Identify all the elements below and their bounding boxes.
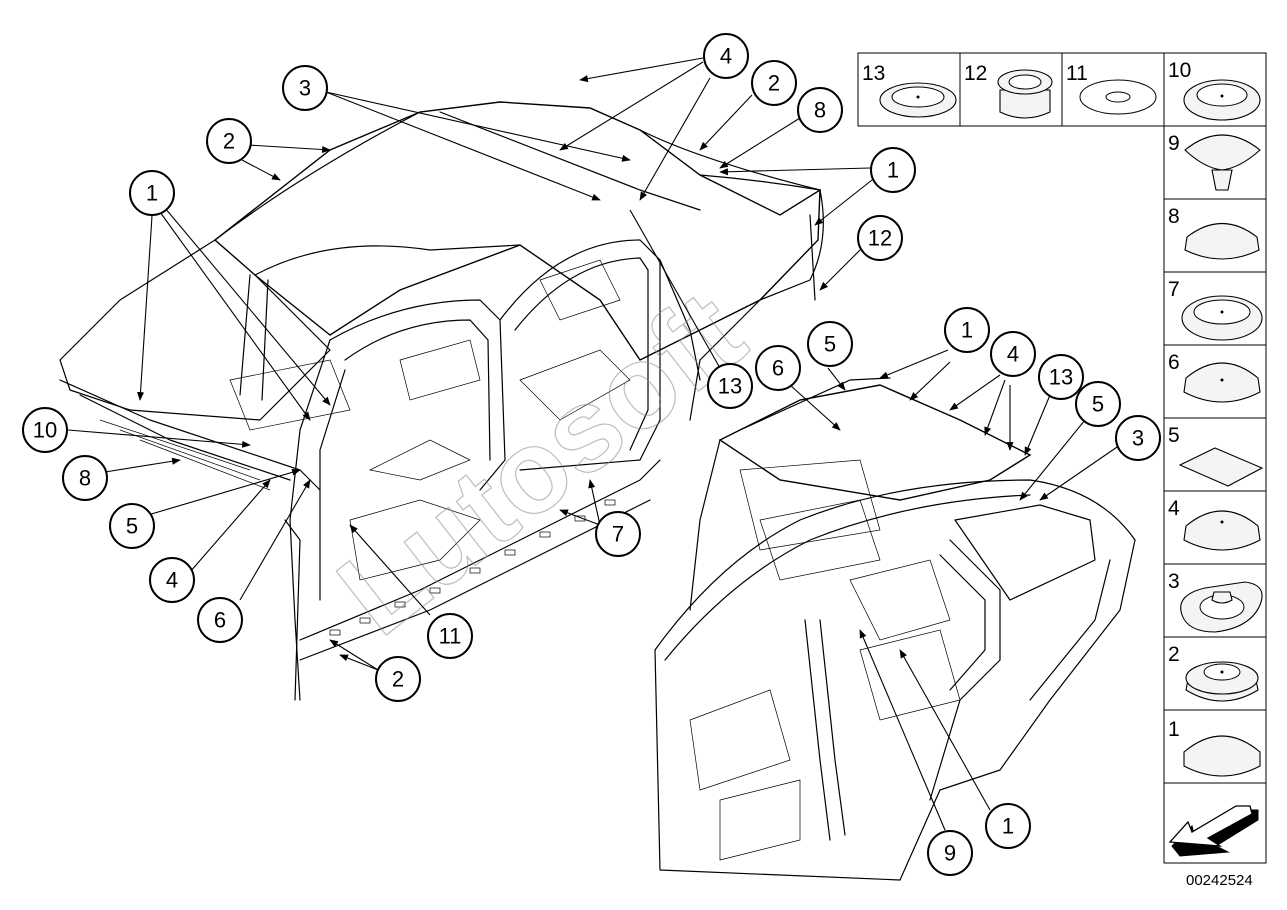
callouts-right: 5 6 1 4 13 5 3 1 9 bbox=[755, 307, 1161, 876]
callout-bubble: 2 bbox=[206, 118, 252, 164]
legend-cell-8: 8 bbox=[1163, 198, 1267, 273]
svg-text:12: 12 bbox=[964, 62, 987, 85]
callout-bubble: 4 bbox=[990, 331, 1036, 377]
svg-text:2: 2 bbox=[223, 129, 235, 154]
svg-text:6: 6 bbox=[214, 608, 226, 633]
callout-bubble: 8 bbox=[797, 87, 843, 133]
legend-cell-13: 13 bbox=[857, 52, 961, 127]
callout-bubble: 1 bbox=[944, 307, 990, 353]
svg-text:7: 7 bbox=[1168, 278, 1180, 301]
svg-text:7: 7 bbox=[612, 522, 624, 547]
callout-bubble: 7 bbox=[595, 511, 641, 557]
callout-bubble: 8 bbox=[62, 455, 108, 501]
svg-text:3: 3 bbox=[299, 76, 311, 101]
callout-bubble: 3 bbox=[282, 65, 328, 111]
right-car-body-drawing bbox=[654, 377, 1136, 881]
svg-text:1: 1 bbox=[146, 181, 158, 206]
legend-cell-3: 3 bbox=[1163, 563, 1267, 638]
svg-text:10: 10 bbox=[33, 418, 57, 443]
svg-text:5: 5 bbox=[1092, 392, 1104, 417]
callout-bubble: 5 bbox=[807, 321, 853, 367]
svg-text:4: 4 bbox=[1007, 342, 1019, 367]
svg-text:2: 2 bbox=[392, 667, 404, 692]
svg-text:5: 5 bbox=[824, 332, 836, 357]
legend-cell-7: 7 bbox=[1163, 271, 1267, 346]
legend-cell-9: 9 bbox=[1163, 125, 1267, 200]
svg-text:13: 13 bbox=[862, 62, 885, 85]
callout-bubble: 13 bbox=[1038, 354, 1084, 400]
leader-lines-right bbox=[789, 349, 1121, 831]
svg-text:1: 1 bbox=[1168, 718, 1180, 741]
svg-text:1: 1 bbox=[887, 158, 899, 183]
callout-bubble: 5 bbox=[1075, 381, 1121, 427]
callout-bubble: 1 bbox=[129, 170, 175, 216]
svg-text:5: 5 bbox=[126, 514, 138, 539]
callout-bubble: 10 bbox=[22, 407, 68, 453]
legend-cell-10: 10 bbox=[1163, 52, 1267, 127]
svg-text:1: 1 bbox=[961, 318, 973, 343]
svg-text:12: 12 bbox=[868, 226, 892, 251]
svg-text:10: 10 bbox=[1168, 59, 1191, 82]
svg-text:6: 6 bbox=[1168, 351, 1180, 374]
callout-bubble: 1 bbox=[985, 803, 1031, 849]
svg-text:9: 9 bbox=[944, 841, 956, 866]
legend-cell-12: 12 bbox=[959, 52, 1063, 127]
svg-text:8: 8 bbox=[814, 98, 826, 123]
callout-bubble: 2 bbox=[375, 656, 421, 702]
svg-text:3: 3 bbox=[1168, 570, 1180, 593]
svg-text:13: 13 bbox=[1049, 365, 1073, 390]
callout-bubble: 12 bbox=[857, 215, 903, 261]
callout-bubble: 9 bbox=[927, 830, 973, 876]
callout-bubble: 11 bbox=[427, 613, 473, 659]
callout-bubble: 13 bbox=[707, 363, 753, 409]
continuation-arrow-icon bbox=[1168, 805, 1259, 857]
svg-text:11: 11 bbox=[1066, 62, 1088, 85]
callout-bubble: 4 bbox=[703, 33, 749, 79]
legend-cell-6: 6 bbox=[1163, 344, 1267, 419]
svg-text:3: 3 bbox=[1132, 426, 1144, 451]
svg-text:11: 11 bbox=[439, 624, 462, 649]
svg-text:2: 2 bbox=[768, 71, 780, 96]
callout-bubble: 5 bbox=[109, 503, 155, 549]
callout-bubble: 3 bbox=[1115, 415, 1161, 461]
svg-text:5: 5 bbox=[1168, 424, 1180, 447]
legend-cell-2: 2 bbox=[1163, 636, 1267, 711]
watermark-text: Lutosoft bbox=[315, 266, 768, 661]
legend-cell-5: 5 bbox=[1163, 417, 1267, 492]
legend-cell-4: 4 bbox=[1163, 490, 1267, 565]
callouts-left: 3 4 2 8 2 1 1 12 13 10 8 5 4 6 11 7 2 bbox=[22, 33, 916, 702]
svg-text:6: 6 bbox=[772, 356, 784, 381]
legend-cell-arrow bbox=[1163, 782, 1267, 864]
callout-bubble: 4 bbox=[149, 557, 195, 603]
svg-text:4: 4 bbox=[720, 44, 732, 69]
callout-bubble: 6 bbox=[755, 345, 801, 391]
svg-text:9: 9 bbox=[1168, 132, 1180, 155]
callout-bubble: 1 bbox=[870, 147, 916, 193]
svg-text:8: 8 bbox=[1168, 205, 1180, 228]
left-car-body-drawing bbox=[59, 101, 824, 701]
document-number: 00242524 bbox=[1186, 872, 1253, 889]
parts-legend: 13 12 11 10 9 bbox=[857, 52, 1267, 864]
svg-text:2: 2 bbox=[1168, 643, 1180, 666]
leader-lines-left bbox=[67, 57, 873, 671]
svg-text:13: 13 bbox=[718, 374, 742, 399]
callout-bubble: 6 bbox=[197, 597, 243, 643]
svg-text:8: 8 bbox=[79, 466, 91, 491]
svg-text:4: 4 bbox=[1168, 497, 1180, 520]
legend-cell-1: 1 bbox=[1163, 709, 1267, 784]
callout-bubble: 2 bbox=[751, 60, 797, 106]
svg-text:4: 4 bbox=[166, 568, 178, 593]
svg-text:1: 1 bbox=[1002, 814, 1014, 839]
legend-cell-11: 11 bbox=[1061, 52, 1165, 127]
